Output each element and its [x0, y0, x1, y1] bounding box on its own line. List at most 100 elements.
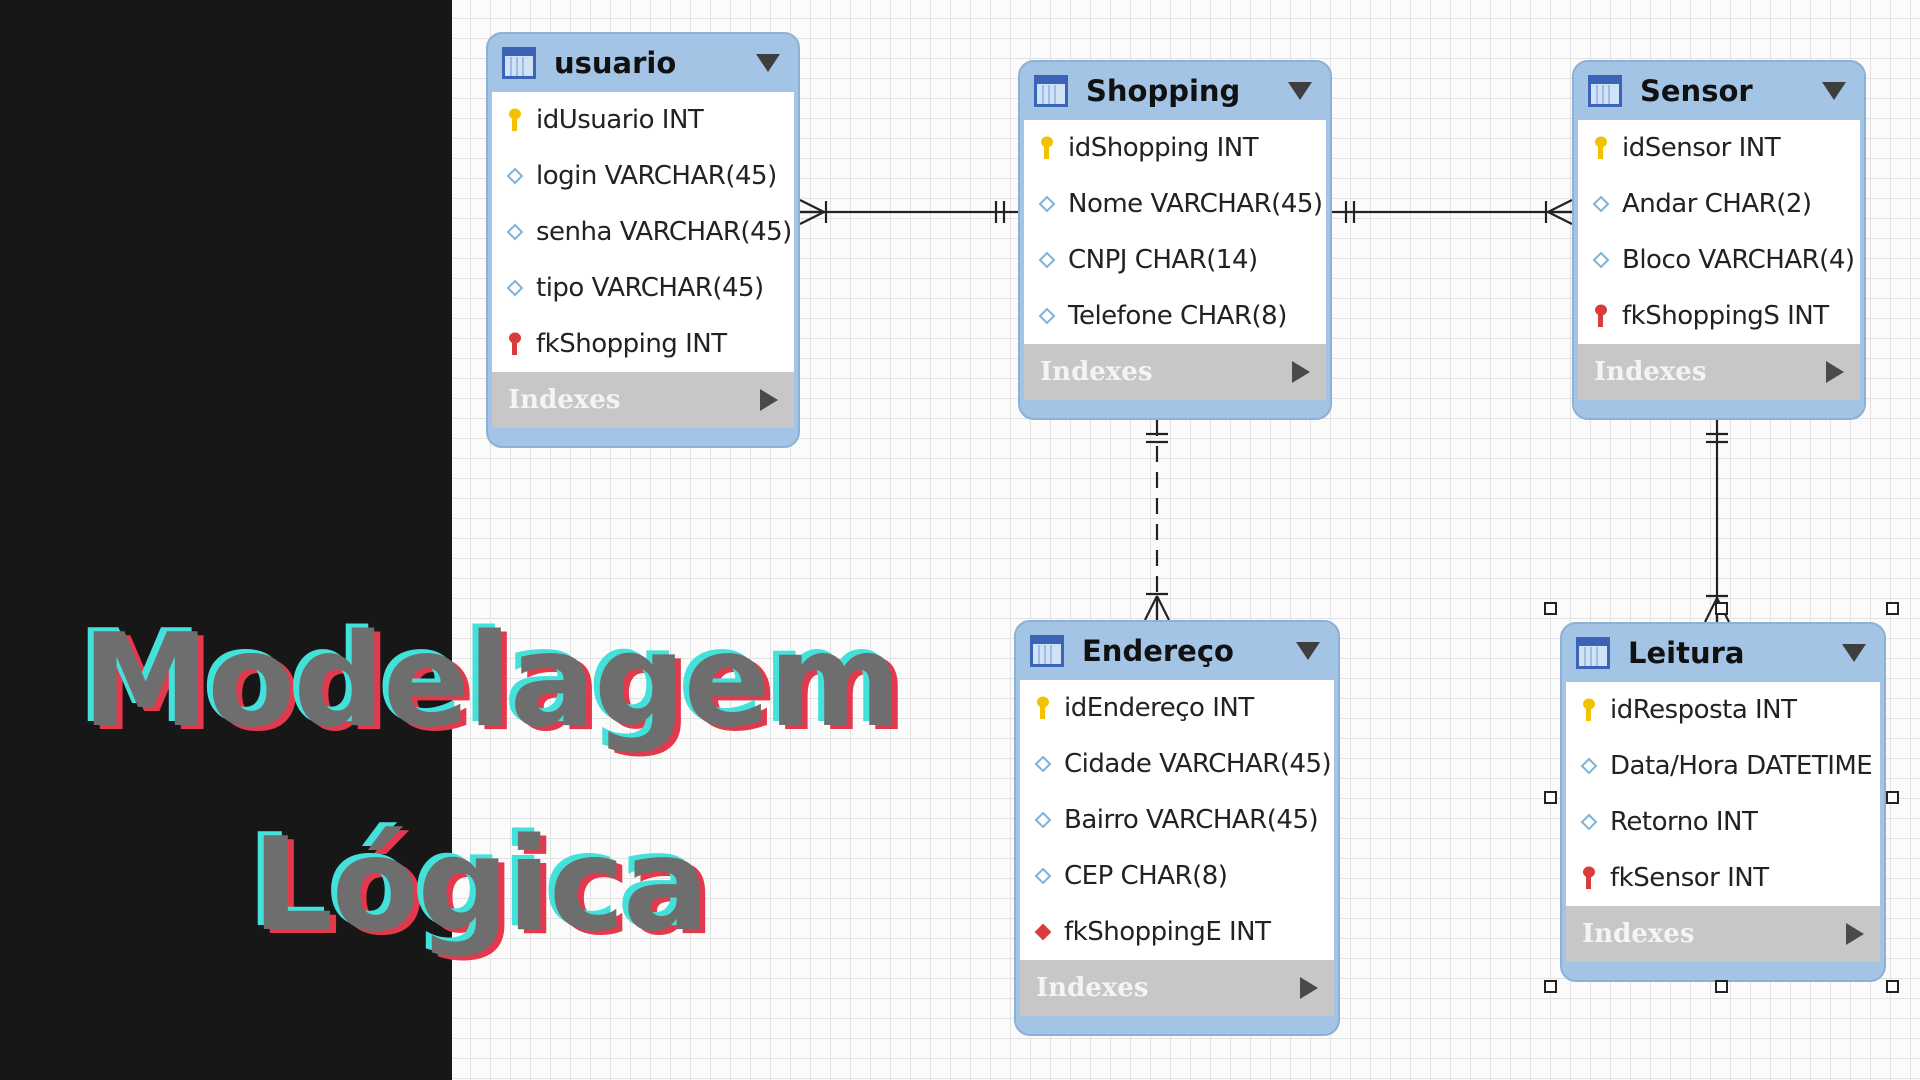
fk-key-icon — [509, 332, 521, 355]
table-icon — [1588, 75, 1622, 107]
collapse-caret-icon[interactable] — [1288, 82, 1312, 100]
column-row[interactable]: fkShoppingS INT — [1578, 288, 1860, 344]
attribute-diamond-icon — [1038, 307, 1056, 325]
column-label: Andar CHAR(2) — [1622, 189, 1812, 219]
selection-handle[interactable] — [1886, 980, 1899, 993]
column-row[interactable]: fkSensor INT — [1566, 850, 1880, 906]
column-row[interactable]: idShopping INT — [1024, 120, 1326, 176]
column-label: login VARCHAR(45) — [536, 161, 777, 191]
column-label: idSensor INT — [1622, 133, 1781, 163]
pk-key-icon — [1595, 136, 1607, 159]
selection-handle[interactable] — [1715, 980, 1728, 993]
column-row[interactable]: senha VARCHAR(45) — [492, 204, 794, 260]
selection-handle[interactable] — [1544, 602, 1557, 615]
column-row[interactable]: Retorno INT — [1566, 794, 1880, 850]
caption-line-1: Modelagem — [82, 607, 902, 756]
table-icon — [502, 47, 536, 79]
collapse-caret-icon[interactable] — [1296, 642, 1320, 660]
indexes-section[interactable]: Indexes — [1578, 344, 1860, 400]
column-row[interactable]: idUsuario INT — [492, 92, 794, 148]
selection-handle[interactable] — [1886, 791, 1899, 804]
column-row[interactable]: fkShoppingE INT — [1020, 904, 1334, 960]
column-row[interactable]: idResposta INT — [1566, 682, 1880, 738]
selection-handle[interactable] — [1886, 602, 1899, 615]
column-label: fkShoppingS INT — [1622, 301, 1829, 331]
pk-key-icon — [1583, 698, 1595, 721]
expand-arrow-icon[interactable] — [1292, 361, 1310, 383]
table-icon — [1030, 635, 1064, 667]
column-row[interactable]: CEP CHAR(8) — [1020, 848, 1334, 904]
indexes-label: Indexes — [1594, 357, 1707, 387]
column-label: fkShopping INT — [536, 329, 727, 359]
column-row[interactable]: Andar CHAR(2) — [1578, 176, 1860, 232]
column-row[interactable]: Telefone CHAR(8) — [1024, 288, 1326, 344]
pk-key-icon — [1041, 136, 1053, 159]
column-label: idResposta INT — [1610, 695, 1797, 725]
expand-arrow-icon[interactable] — [760, 389, 778, 411]
indexes-section[interactable]: Indexes — [1024, 344, 1326, 400]
caption-line-2: Lógica — [252, 811, 709, 960]
entity-footer — [1020, 400, 1330, 418]
attribute-diamond-icon — [506, 279, 524, 297]
collapse-caret-icon[interactable] — [756, 54, 780, 72]
expand-arrow-icon[interactable] — [1300, 977, 1318, 999]
crows-foot — [1547, 211, 1573, 225]
entity-header[interactable]: Shopping — [1020, 62, 1330, 120]
expand-arrow-icon[interactable] — [1846, 923, 1864, 945]
indexes-section[interactable]: Indexes — [1566, 906, 1880, 962]
column-label: idShopping INT — [1068, 133, 1259, 163]
attribute-diamond-icon — [1034, 867, 1052, 885]
column-label: Data/Hora DATETIME — [1610, 751, 1873, 781]
column-row[interactable]: CNPJ CHAR(14) — [1024, 232, 1326, 288]
column-row[interactable]: Data/Hora DATETIME — [1566, 738, 1880, 794]
column-row[interactable]: tipo VARCHAR(45) — [492, 260, 794, 316]
entity-title: Sensor — [1640, 74, 1753, 108]
crows-foot — [799, 211, 825, 225]
selection-handle[interactable] — [1715, 602, 1728, 615]
entity-endereco[interactable]: Endereço idEndereço INT Cidade VARCHAR(45)… — [1014, 620, 1340, 1036]
entity-footer — [1574, 400, 1864, 418]
entity-title: Endereço — [1082, 634, 1234, 668]
collapse-caret-icon[interactable] — [1842, 644, 1866, 662]
entity-title: Shopping — [1086, 74, 1241, 108]
indexes-section[interactable]: Indexes — [1020, 960, 1334, 1016]
entity-usuario[interactable]: usuario idUsuario INT login VARCHAR(45) sen… — [486, 32, 800, 448]
entity-header[interactable]: Endereço — [1016, 622, 1338, 680]
crows-foot — [1156, 595, 1170, 621]
attribute-diamond-icon — [1038, 251, 1056, 269]
entity-shopping[interactable]: Shopping idShopping INT Nome VARCHAR(45)CN… — [1018, 60, 1332, 420]
column-label: Telefone CHAR(8) — [1068, 301, 1287, 331]
indexes-section[interactable]: Indexes — [492, 372, 794, 428]
column-list: idSensor INT Andar CHAR(2) Bloco VARCHAR(4… — [1578, 120, 1860, 344]
entity-header[interactable]: usuario — [488, 34, 798, 92]
attribute-diamond-icon — [1034, 755, 1052, 773]
column-row[interactable]: fkShopping INT — [492, 316, 794, 372]
column-label: Cidade VARCHAR(45) — [1064, 749, 1332, 779]
column-row[interactable]: Nome VARCHAR(45) — [1024, 176, 1326, 232]
fk-key-icon — [1583, 866, 1595, 889]
collapse-caret-icon[interactable] — [1822, 82, 1846, 100]
attribute-diamond-icon — [1580, 757, 1598, 775]
column-row[interactable]: Cidade VARCHAR(45) — [1020, 736, 1334, 792]
entity-sensor[interactable]: Sensor idSensor INT Andar CHAR(2) Bloco VAR… — [1572, 60, 1866, 420]
attribute-diamond-icon — [1034, 811, 1052, 829]
column-row[interactable]: Bairro VARCHAR(45) — [1020, 792, 1334, 848]
column-row[interactable]: idSensor INT — [1578, 120, 1860, 176]
entity-header[interactable]: Leitura — [1562, 624, 1884, 682]
entity-header[interactable]: Sensor — [1574, 62, 1864, 120]
indexes-label: Indexes — [1036, 973, 1149, 1003]
column-label: idUsuario INT — [536, 105, 704, 135]
column-row[interactable]: login VARCHAR(45) — [492, 148, 794, 204]
column-label: idEndereço INT — [1064, 693, 1254, 723]
column-row[interactable]: idEndereço INT — [1020, 680, 1334, 736]
column-row[interactable]: Bloco VARCHAR(4) — [1578, 232, 1860, 288]
crows-foot — [1547, 199, 1573, 213]
column-label: senha VARCHAR(45) — [536, 217, 792, 247]
selection-handle[interactable] — [1544, 791, 1557, 804]
selection-handle[interactable] — [1544, 980, 1557, 993]
entity-leitura[interactable]: Leitura idResposta INT Data/Hora DATETIME R… — [1560, 622, 1886, 982]
entity-title: usuario — [554, 46, 677, 80]
expand-arrow-icon[interactable] — [1826, 361, 1844, 383]
